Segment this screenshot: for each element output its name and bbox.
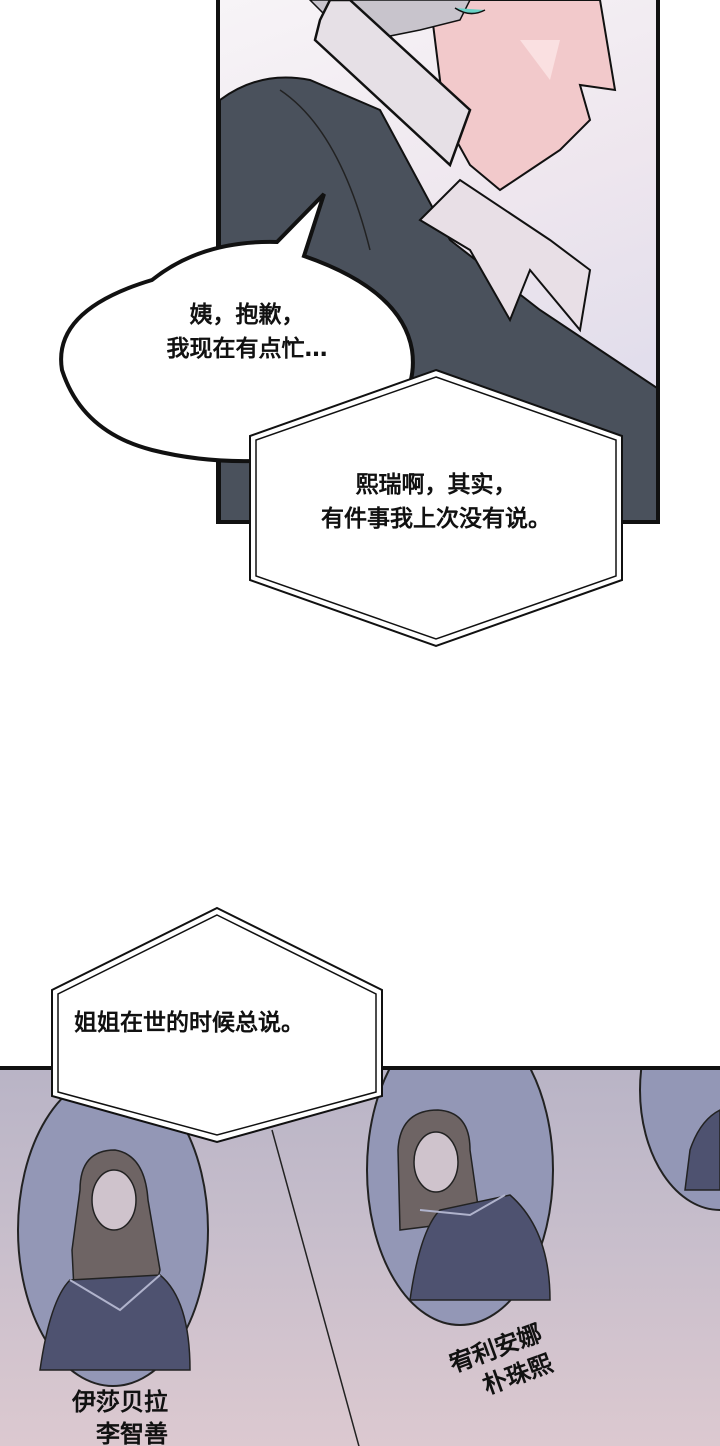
portrait-2	[366, 1070, 554, 1326]
narration-line-2: 有件事我上次没有说。	[321, 506, 551, 532]
narration-hexagon-shape	[249, 368, 623, 648]
narration-line-1: 熙瑞啊，其实，	[355, 472, 517, 498]
speech-line-1: 姨，抱歉，	[189, 302, 305, 328]
portrait-3	[639, 1070, 720, 1211]
portrait-1-name: 伊莎贝拉 李智善	[72, 1386, 168, 1446]
speech-bubble-text: 姨，抱歉， 我现在有点忙…	[127, 298, 367, 366]
narration-box-2: 姐姐在世的时候总说。	[50, 906, 384, 1144]
narration-text-1: 熙瑞啊，其实， 有件事我上次没有说。	[248, 468, 624, 536]
narration-box-1: 熙瑞啊，其实， 有件事我上次没有说。	[248, 368, 624, 650]
speech-bubble: 姨，抱歉， 我现在有点忙…	[52, 170, 452, 470]
speech-line-2: 我现在有点忙…	[166, 336, 328, 362]
portrait-1-name-line-2: 李智善	[96, 1420, 168, 1446]
comic-panel-yearbook: 伊莎贝拉 李智善 宥利安娜 朴珠熙	[0, 1066, 720, 1446]
narration-hexagon-shape-2	[51, 906, 383, 1144]
yearbook-illustration	[17, 1070, 720, 1446]
portrait-1	[17, 1073, 209, 1387]
narration-text-2: 姐姐在世的时候总说。	[74, 1006, 304, 1040]
narration-line-single: 姐姐在世的时候总说。	[74, 1010, 304, 1036]
portrait-1-name-line-1: 伊莎贝拉	[72, 1388, 168, 1416]
